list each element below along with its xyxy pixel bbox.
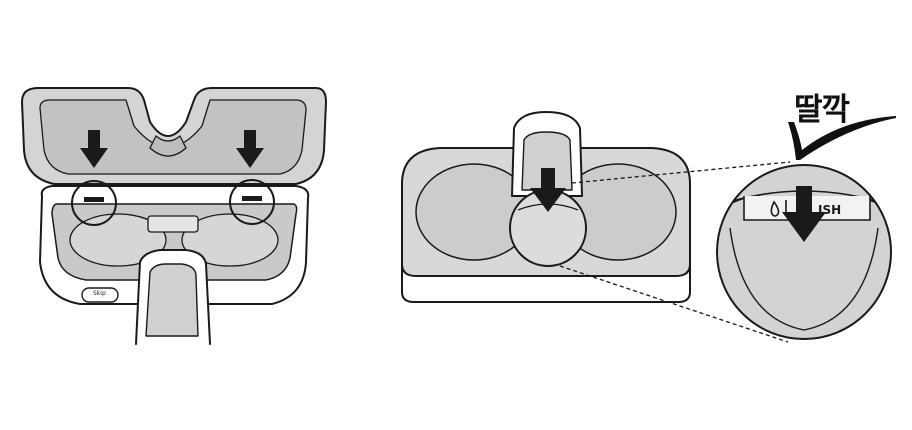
zoom-detail: ISH: [716, 164, 892, 340]
down-arrow-icon: [530, 168, 566, 212]
down-arrow-icon: [80, 130, 108, 168]
case-skip-button-label: Skip: [93, 290, 106, 297]
insert-tool-inner: [145, 263, 199, 337]
left-lid-arrows: [80, 130, 264, 168]
check-mark-icon: [788, 116, 896, 160]
tray-center-block: [147, 215, 199, 233]
right-detail-marker: [229, 179, 275, 225]
zoom-leader-lines: [559, 161, 791, 343]
left-tray-well: [69, 213, 167, 267]
case-skip-button: [81, 287, 119, 303]
left-detail-marker: [71, 180, 117, 226]
water-drop-icon: [770, 200, 787, 217]
click-sound-text: 딸깍: [794, 92, 850, 128]
lid-nose-notch: [149, 135, 187, 157]
down-arrow-icon: [782, 186, 826, 242]
right-tray-well: [181, 213, 279, 267]
middle-case-illustration: [401, 111, 691, 303]
lid-inner-rim: [39, 99, 307, 175]
left-case-illustration: [21, 87, 327, 345]
down-arrow-icon: [236, 130, 264, 168]
middle-tool-inner: [521, 131, 573, 191]
